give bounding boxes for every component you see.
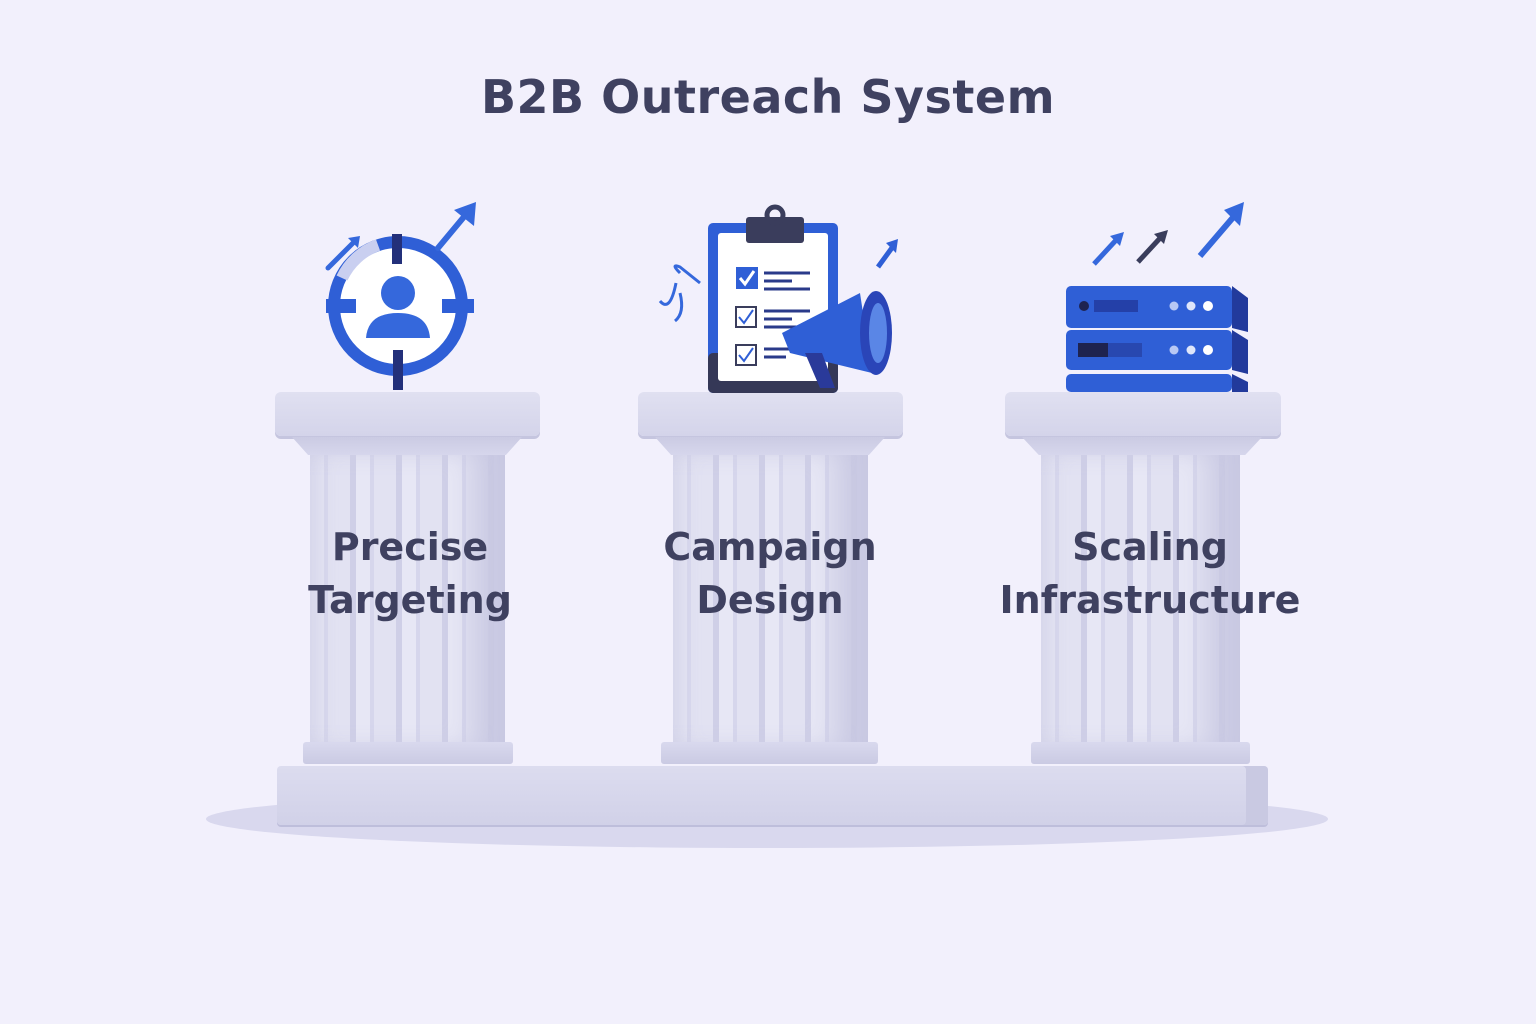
pillar-label: Precise Targeting — [260, 521, 560, 627]
pillar-capital — [1005, 392, 1281, 436]
pillar-neck — [292, 437, 522, 455]
pillar-capital — [638, 392, 903, 436]
pillar-base — [1031, 742, 1250, 764]
server-stack-icon — [1066, 202, 1248, 392]
pillar-label-line1: Campaign — [663, 525, 877, 569]
pillar-label-line2: Targeting — [308, 578, 512, 622]
pillar-neck — [1022, 437, 1262, 455]
pillar-shaft — [310, 455, 505, 745]
pillar-label-line2: Design — [696, 578, 844, 622]
platform — [277, 766, 1268, 825]
pillar-base — [303, 742, 513, 764]
target-user-icon — [325, 202, 476, 390]
pillar-label: Scaling Infrastructure — [990, 521, 1310, 627]
clipboard-megaphone-icon — [658, 204, 898, 393]
pillar-label-line2: Infrastructure — [999, 578, 1301, 622]
page-title: B2B Outreach System — [480, 70, 1056, 124]
pillar-label-line1: Precise — [331, 525, 489, 569]
pillar-label-line1: Scaling — [1072, 525, 1228, 569]
pillar-neck — [655, 437, 885, 455]
pillar-capital — [275, 392, 540, 436]
pillar-label: Campaign Design — [620, 521, 920, 627]
pillar-shaft — [1041, 455, 1240, 745]
pillar-shaft — [673, 455, 868, 745]
server-unit — [1066, 286, 1248, 332]
server-unit — [1066, 330, 1248, 374]
pillar-base — [661, 742, 878, 764]
server-unit — [1066, 374, 1248, 392]
